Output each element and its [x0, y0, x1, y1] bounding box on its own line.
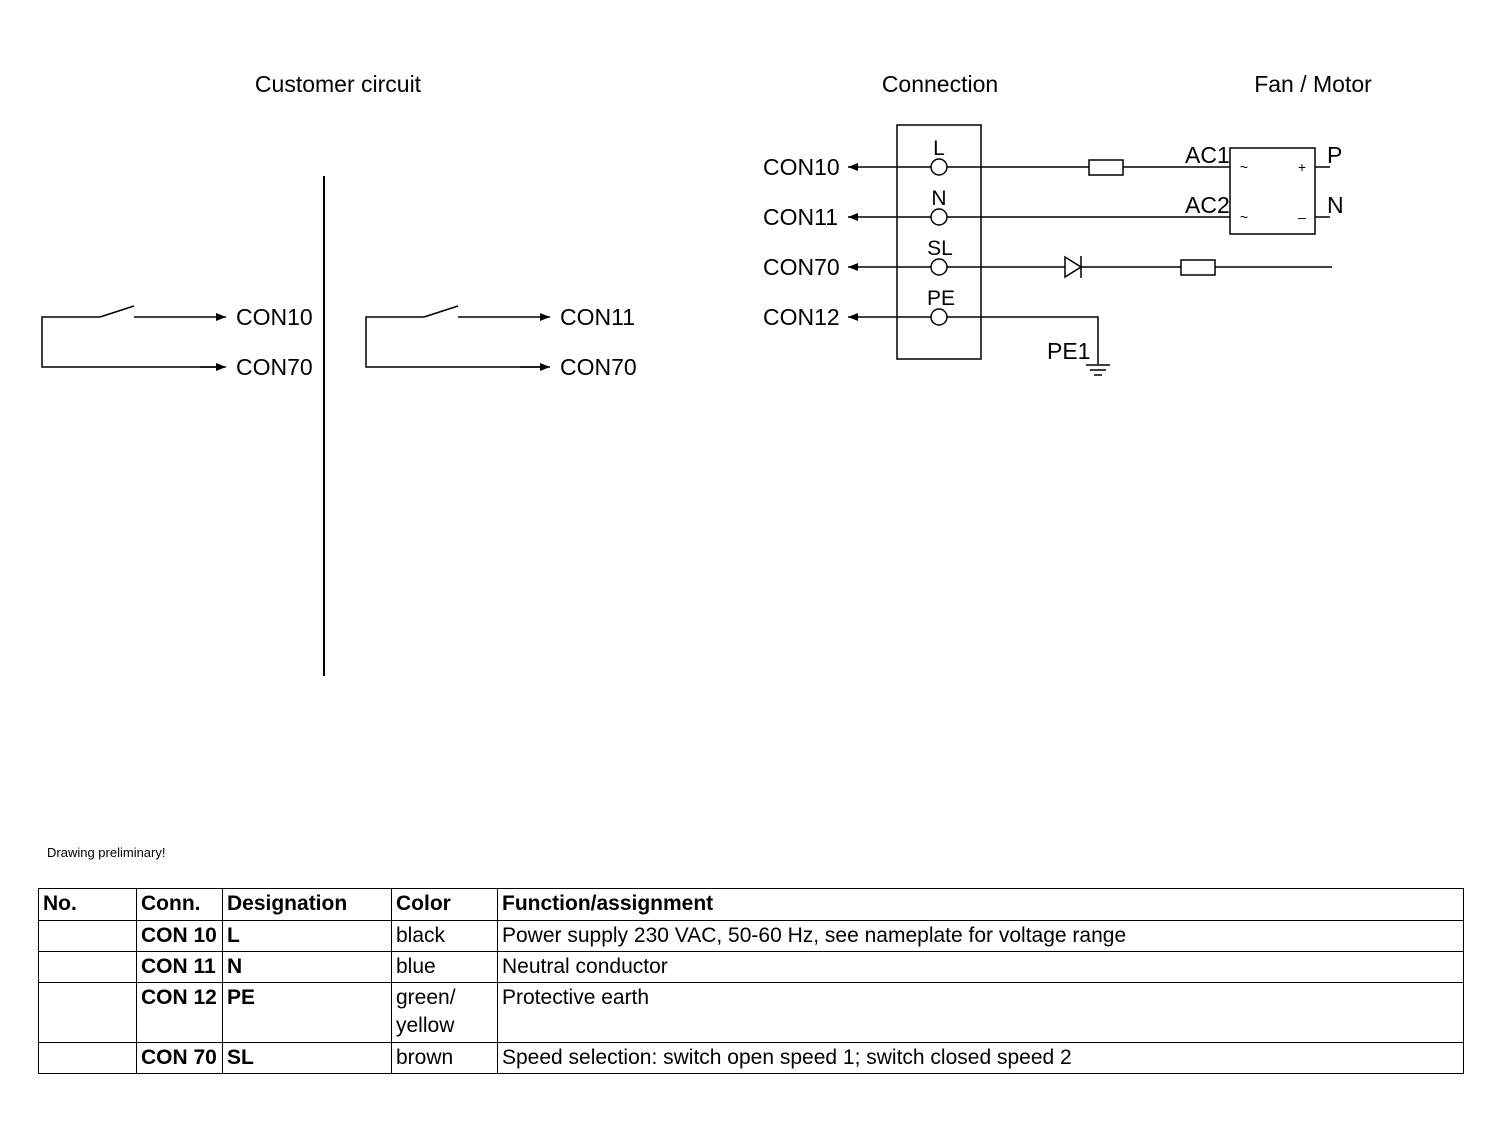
terminal-sl-line-label: CON70 — [763, 254, 840, 280]
motor-ac1-label: AC1 — [1185, 142, 1230, 168]
customer-right-bottom-label: CON70 — [560, 354, 637, 380]
cell-conn: CON 11 — [136, 951, 223, 983]
cell-no — [38, 920, 137, 952]
cell-no — [38, 1042, 137, 1074]
cell-color-line2: yellow — [396, 1014, 455, 1037]
motor-p-label: P — [1327, 142, 1342, 168]
minus-icon: – — [1298, 209, 1306, 225]
customer-left-top-label: CON10 — [236, 304, 313, 330]
heading-connection: Connection — [882, 71, 998, 97]
terminal-row-n: N CON11 — [763, 187, 1230, 230]
terminal-row-pe: PE CON12 PE1 — [763, 287, 1110, 376]
table-row: CON 11 N blue Neutral conductor — [38, 951, 1464, 983]
cell-function: Protective earth — [497, 982, 1464, 1043]
cell-designation: L — [222, 920, 392, 952]
cell-conn: CON 10 — [136, 920, 223, 952]
wiring-diagram: Customer circuit Connection Fan / Motor … — [41, 71, 1372, 676]
terminal-sl-icon — [930, 258, 948, 276]
terminal-block — [896, 124, 982, 360]
cell-no — [38, 982, 137, 1043]
terminal-n-line-label: CON11 — [763, 204, 838, 230]
table-header-row: No. Conn. Designation Color Function/ass… — [38, 888, 1464, 921]
terminal-row-l: L CON10 — [763, 137, 1230, 180]
terminal-l-icon — [930, 158, 948, 176]
cell-no — [38, 951, 137, 983]
header-color: Color — [391, 888, 498, 921]
cell-conn: CON 12 — [136, 982, 223, 1043]
terminal-pe-icon — [930, 308, 948, 326]
customer-left-bottom-label: CON70 — [236, 354, 313, 380]
terminal-row-sl: SL CON70 — [763, 237, 1332, 280]
cell-color: green/ yellow — [391, 982, 498, 1043]
fuse-l-icon — [1088, 159, 1124, 176]
terminal-l-line-label: CON10 — [763, 154, 840, 180]
earth-label: PE1 — [1047, 338, 1090, 364]
cell-function: Neutral conductor — [497, 951, 1464, 983]
heading-fan-motor: Fan / Motor — [1254, 71, 1372, 97]
tilde-ac1-icon: ~ — [1240, 159, 1248, 175]
table-row: CON 12 PE green/ yellow Protective earth — [38, 982, 1464, 1043]
cell-designation: SL — [222, 1042, 392, 1074]
terminal-l-pin-label: L — [933, 137, 945, 160]
cell-color-line1: green/ — [396, 986, 456, 1009]
motor-ac2-label: AC2 — [1185, 192, 1230, 218]
table-row: CON 70 SL brown Speed selection: switch … — [38, 1042, 1464, 1074]
header-no: No. — [38, 888, 137, 921]
cell-color: blue — [391, 951, 498, 983]
header-designation: Designation — [222, 888, 392, 921]
diode-icon — [1064, 255, 1083, 279]
tilde-ac2-icon: ~ — [1240, 209, 1248, 225]
table-row: CON 10 L black Power supply 230 VAC, 50-… — [38, 920, 1464, 952]
customer-switch-left — [41, 305, 226, 371]
terminal-pe-pin-label: PE — [927, 287, 955, 310]
terminal-pe-line-label: CON12 — [763, 304, 840, 330]
terminal-n-pin-label: N — [931, 187, 946, 210]
motor-n-label: N — [1327, 192, 1344, 218]
cell-color: black — [391, 920, 498, 952]
heading-customer-circuit: Customer circuit — [255, 71, 422, 97]
rectifier-box — [1229, 147, 1316, 235]
customer-right-top-label: CON11 — [560, 304, 635, 330]
drawing-note: Drawing preliminary! — [47, 845, 166, 860]
plus-icon: + — [1298, 159, 1306, 175]
terminal-sl-pin-label: SL — [927, 237, 953, 260]
header-function: Function/assignment — [497, 888, 1464, 921]
cell-designation: N — [222, 951, 392, 983]
header-conn: Conn. — [136, 888, 223, 921]
resistor-sl-icon — [1180, 259, 1216, 276]
cell-designation: PE — [222, 982, 392, 1043]
terminal-n-icon — [930, 208, 948, 226]
ground-icon — [1086, 364, 1110, 376]
pin-assignment-table: No. Conn. Designation Color Function/ass… — [38, 888, 1464, 1074]
cell-function: Power supply 230 VAC, 50-60 Hz, see name… — [497, 920, 1464, 952]
cell-function: Speed selection: switch open speed 1; sw… — [497, 1042, 1464, 1074]
cell-conn: CON 70 — [136, 1042, 223, 1074]
customer-switch-right — [365, 305, 550, 371]
cell-color: brown — [391, 1042, 498, 1074]
motor-block: ~ ~ + – AC1 AC2 P N — [1185, 142, 1344, 235]
